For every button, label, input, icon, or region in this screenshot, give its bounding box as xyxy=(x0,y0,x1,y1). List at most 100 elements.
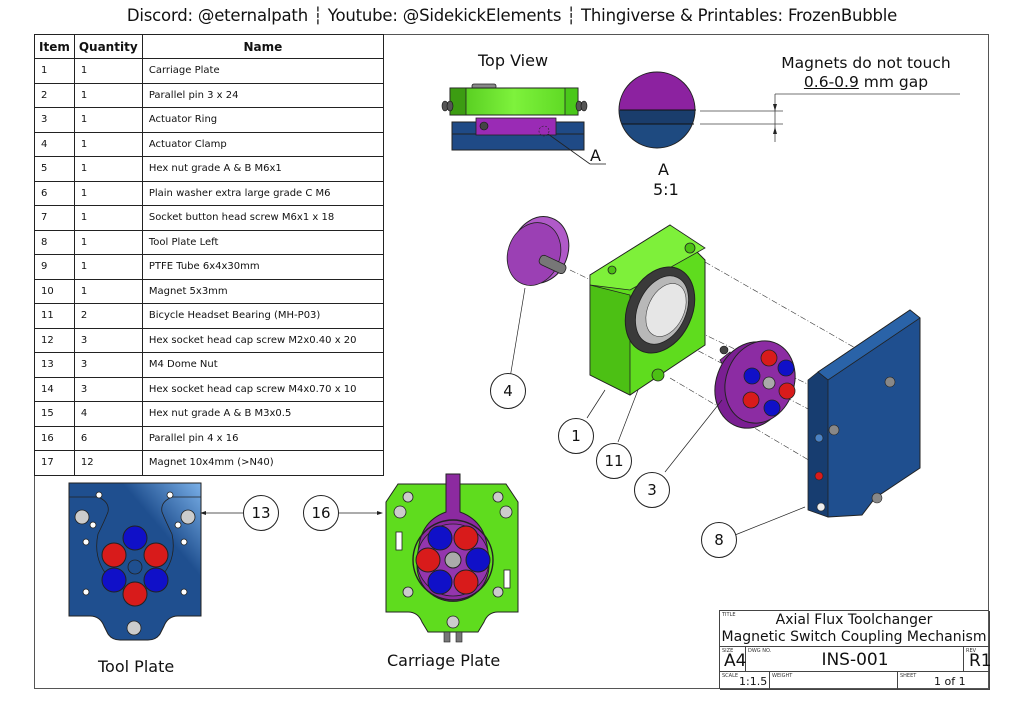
screw-head-icon xyxy=(580,100,588,112)
bom-quantity: 1 xyxy=(73,58,143,84)
bom-quantity: 1 xyxy=(73,254,143,280)
bom-name: Plain washer extra large grade C M6 xyxy=(141,180,384,206)
bom-name: PTFE Tube 6x4x30mm xyxy=(141,254,384,280)
bom-name: Bicycle Headset Bearing (MH-P03) xyxy=(141,303,384,329)
bom-item: 13 xyxy=(34,352,75,378)
dwg-no-cell: DWG NO. INS-001 xyxy=(746,647,964,672)
bom-quantity: 1 xyxy=(73,107,143,133)
bom-item: 8 xyxy=(34,229,75,255)
bom-item: 6 xyxy=(34,180,75,206)
bom-quantity: 1 xyxy=(73,205,143,231)
balloon-8: 8 xyxy=(701,522,737,558)
title-line2: Magnetic Switch Coupling Mechanism xyxy=(721,629,987,645)
bom-quantity: 1 xyxy=(73,156,143,182)
bom-item: 11 xyxy=(34,303,75,329)
rev-caption: REV xyxy=(966,648,977,654)
bom-quantity: 12 xyxy=(73,450,143,476)
bom-name: Tool Plate Left xyxy=(141,229,384,255)
detail-outline xyxy=(618,71,696,149)
bom-item: 12 xyxy=(34,327,75,353)
carriage-plate-screws xyxy=(393,491,513,629)
screw-head-icon xyxy=(446,100,454,112)
screw-icon xyxy=(479,121,489,131)
balloon-13: 13 xyxy=(243,495,279,531)
title-caption: TITLE xyxy=(722,612,736,618)
detail-circle-a xyxy=(538,125,550,137)
credits-header: Discord: @eternalpath ┆ Youtube: @Sideki… xyxy=(126,6,898,25)
exploded-assembly-view xyxy=(506,216,921,536)
gap-value: 0.6-0.9 xyxy=(803,73,859,91)
top-view-carriage-edge xyxy=(449,87,467,116)
balloon-4: 4 xyxy=(490,373,526,409)
bom-name: Carriage Plate xyxy=(141,58,384,84)
balloon-13-leader xyxy=(200,511,244,515)
scale-caption: SCALE xyxy=(722,673,739,679)
revision: R1 xyxy=(969,651,992,671)
dome-nut-icons xyxy=(74,509,196,636)
scale-cell: SCALE 1:1.5 xyxy=(720,672,770,690)
carriage-plate-part xyxy=(589,224,706,396)
dwg-caption: DWG NO. xyxy=(748,648,772,654)
bom-name: Magnet 10x4mm (>N40) xyxy=(141,450,384,476)
note-line1: Magnets do not touch xyxy=(781,54,951,72)
tool-plate-part xyxy=(807,309,921,518)
detail-view-a xyxy=(618,71,783,149)
bom-item: 17 xyxy=(34,450,75,476)
scale-value: 1:1.5 xyxy=(739,675,768,688)
bom-name: Hex nut grade A & B M3x0.5 xyxy=(141,401,384,427)
balloon-11: 11 xyxy=(596,443,632,479)
bom-name: Parallel pin 4 x 16 xyxy=(141,425,384,451)
bom-name: Magnet 5x3mm xyxy=(141,278,384,304)
drawing-number: INS-001 xyxy=(821,650,889,670)
bom-quantity: 6 xyxy=(73,425,143,451)
detail-scale: 5:1 xyxy=(653,180,679,199)
carriage-plate-magnets xyxy=(415,525,491,595)
bom-item: 10 xyxy=(34,278,75,304)
bom-quantity: 3 xyxy=(73,376,143,402)
section-marker-a: A xyxy=(590,146,601,165)
bom-name: Actuator Clamp xyxy=(141,131,384,157)
bom-quantity: 2 xyxy=(73,303,143,329)
sheet-cell: SHEET 1 of 1 xyxy=(898,672,990,690)
bom-name: Socket button head screw M6x1 x 18 xyxy=(141,205,384,231)
sheet-value: 1 of 1 xyxy=(934,675,966,688)
bom-item: 5 xyxy=(34,156,75,182)
magnet-gap-note: Magnets do not touch 0.6-0.9 mm gap xyxy=(770,54,962,92)
tool-plate-magnets xyxy=(101,525,169,607)
balloon-1: 1 xyxy=(558,418,594,454)
carriage-plate-front-view xyxy=(385,473,519,643)
weight-caption: WEIGHT xyxy=(772,673,793,679)
bom-name: M4 Dome Nut xyxy=(141,352,384,378)
weight-cell: WEIGHT xyxy=(770,672,898,690)
bom-item: 9 xyxy=(34,254,75,280)
bom-quantity: 1 xyxy=(73,229,143,255)
top-view-drawing xyxy=(441,83,606,165)
detail-leader-a xyxy=(547,133,591,165)
balloon-16: 16 xyxy=(303,495,339,531)
size-caption: SIZE xyxy=(722,648,734,654)
tool-plate-front-view xyxy=(68,482,202,641)
top-view-carriage xyxy=(449,87,579,116)
title-cell: TITLE Axial Flux Toolchanger Magnetic Sw… xyxy=(720,611,990,647)
rev-cell: REV R1 xyxy=(964,647,992,672)
balloon-16-leader xyxy=(339,511,383,515)
bom-item: 3 xyxy=(34,107,75,133)
size-cell: SIZE A4 xyxy=(720,647,746,672)
detail-gap-band xyxy=(619,110,695,124)
title-line1: Axial Flux Toolchanger xyxy=(775,612,933,628)
